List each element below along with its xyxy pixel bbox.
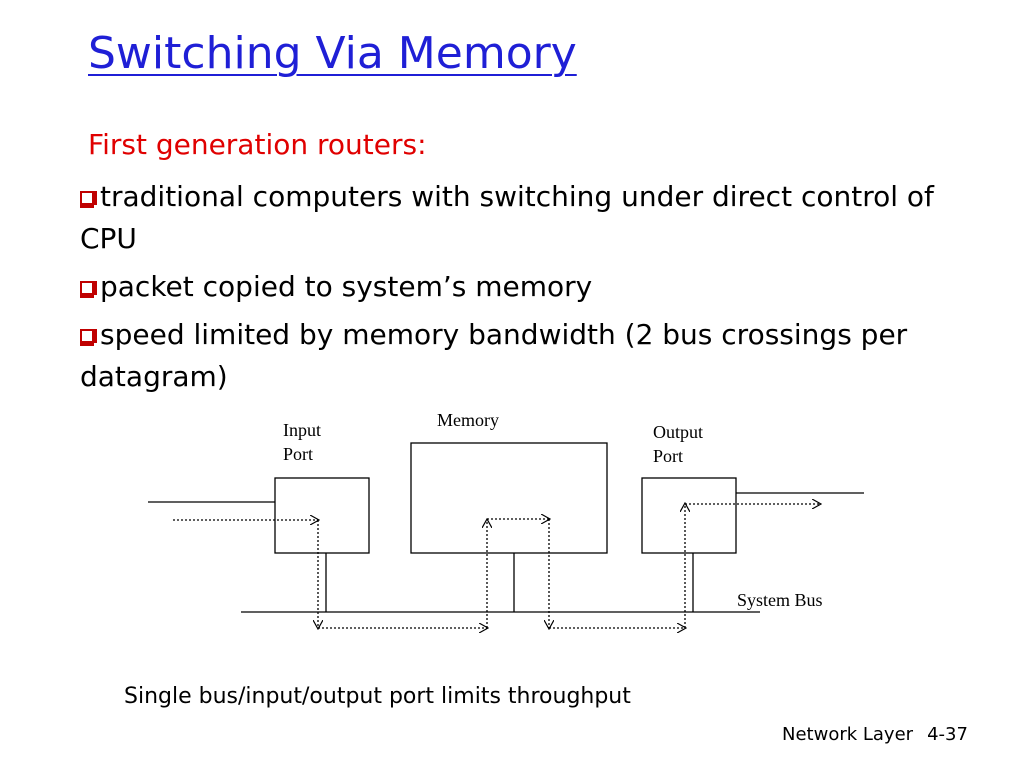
- diagram-caption: Single bus/input/output port limits thro…: [124, 684, 631, 709]
- input-port-label: Input Port: [283, 418, 321, 466]
- input-port-label-line2: Port: [283, 444, 314, 464]
- page-title: Switching Via Memory: [88, 28, 577, 79]
- memory-label: Memory: [437, 410, 499, 430]
- checkbox-bullet-icon: [80, 281, 97, 298]
- footer-section: Network Layer: [782, 724, 914, 745]
- input-port-label-line1: Input: [283, 420, 321, 440]
- output-port-label-line1: Output: [653, 422, 704, 442]
- output-port-box: [641, 477, 737, 554]
- output-port-label: Output Port: [653, 420, 703, 468]
- bullet-item: traditional computers with switching und…: [80, 176, 960, 260]
- bullet-text: speed limited by memory bandwidth (2 bus…: [80, 318, 908, 393]
- input-port-box: [274, 477, 370, 554]
- system-bus-label: System Bus: [737, 590, 823, 610]
- memory-box: [410, 442, 608, 554]
- subtitle: First generation routers:: [88, 128, 427, 161]
- footer-page-number: 4-37: [927, 724, 968, 745]
- bullet-list: traditional computers with switching und…: [80, 176, 960, 404]
- output-port-label-line2: Port: [653, 446, 684, 466]
- bullet-item: packet copied to system’s memory: [80, 266, 960, 308]
- bullet-text: traditional computers with switching und…: [80, 180, 934, 255]
- bullet-text: packet copied to system’s memory: [100, 270, 593, 303]
- checkbox-bullet-icon: [80, 329, 97, 346]
- slide-footer: Network Layer 4-37: [782, 724, 968, 745]
- checkbox-bullet-icon: [80, 191, 97, 208]
- bullet-item: speed limited by memory bandwidth (2 bus…: [80, 314, 960, 398]
